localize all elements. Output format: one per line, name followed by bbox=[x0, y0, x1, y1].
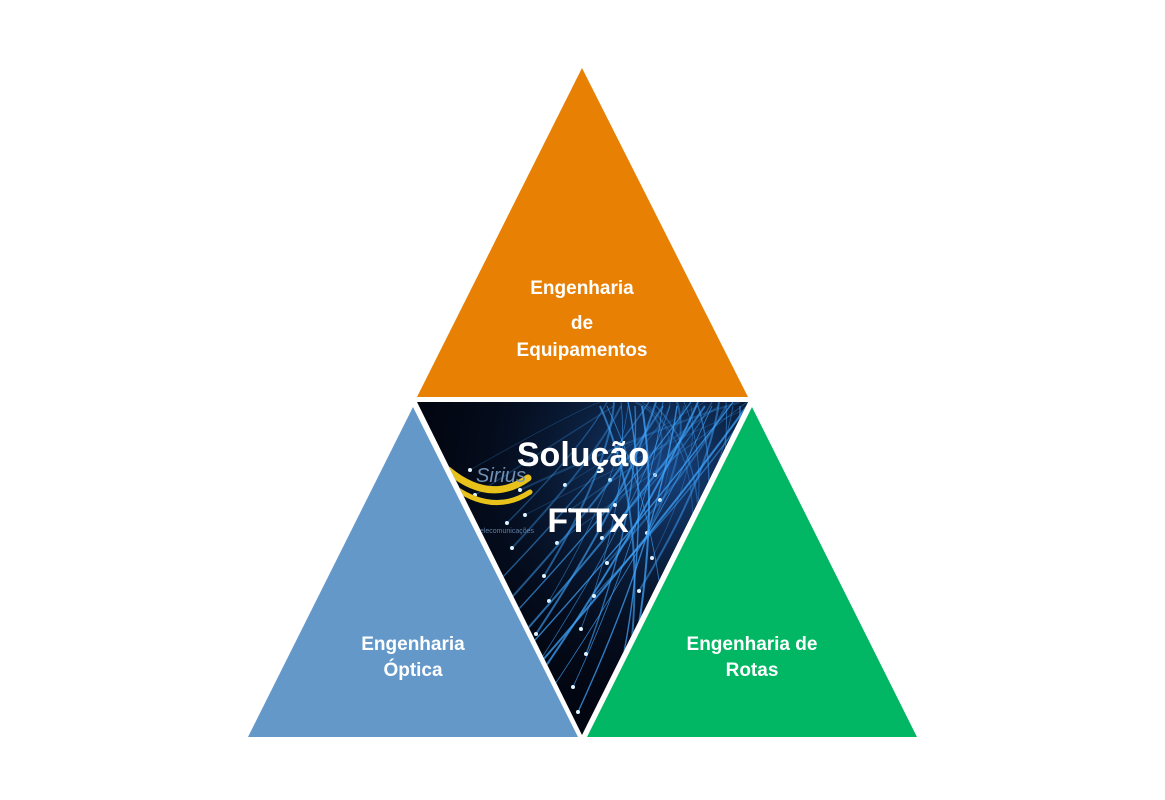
left-label-line-2: Óptica bbox=[383, 659, 443, 681]
fiber-strand bbox=[540, 405, 671, 660]
fiber-strand bbox=[638, 402, 720, 592]
fiber-strand bbox=[634, 402, 663, 476]
fiber-strand bbox=[614, 405, 685, 506]
fiber-strand bbox=[585, 405, 637, 655]
fiber-strand bbox=[524, 405, 748, 516]
fiber-tip bbox=[637, 589, 641, 593]
fiber-strand bbox=[646, 402, 682, 534]
fiber-strand bbox=[641, 402, 693, 529]
fiber-tip bbox=[571, 685, 575, 689]
fiber-strand bbox=[506, 402, 608, 524]
fiber-strand bbox=[548, 405, 629, 602]
fiber-tip bbox=[505, 521, 509, 525]
fiber-tip bbox=[518, 488, 522, 492]
fiber-strand bbox=[617, 402, 640, 683]
fiber-tip bbox=[563, 483, 567, 487]
right-triangle-shape bbox=[587, 407, 917, 737]
fiber-tip bbox=[468, 468, 472, 472]
top-triangle-shape bbox=[417, 68, 748, 397]
fiber-tip bbox=[605, 561, 609, 565]
logo-wordmark: Sirius bbox=[476, 465, 526, 487]
fiber-tip bbox=[650, 556, 654, 560]
fiber-strand bbox=[599, 405, 636, 650]
right-triangle-rotas: Engenharia de Rotas bbox=[587, 407, 917, 737]
fiber-tip bbox=[542, 574, 546, 578]
fiber-tip bbox=[642, 614, 646, 618]
center-label-line-2: FTTx bbox=[547, 502, 628, 540]
fiber-tip bbox=[592, 594, 596, 598]
fiber-tip bbox=[613, 503, 617, 507]
logo-swoosh-icon bbox=[452, 485, 533, 505]
top-triangle-equipamentos: Engenharia de Equipamentos bbox=[417, 68, 748, 397]
fiber-strand bbox=[527, 402, 699, 693]
fiber-strand bbox=[532, 405, 713, 718]
fiber-strand bbox=[543, 402, 615, 577]
right-label-line-2: Rotas bbox=[726, 660, 779, 681]
fiber-tip bbox=[576, 710, 580, 714]
center-label-line-1: Solução bbox=[517, 436, 649, 474]
fiber-tip bbox=[584, 652, 588, 656]
fiber-strand bbox=[535, 402, 657, 635]
fiber-tip bbox=[534, 632, 538, 636]
left-triangle-optica: Engenharia Óptica bbox=[248, 407, 578, 737]
logo-swoosh-icon bbox=[444, 466, 532, 494]
fiber-tip bbox=[510, 546, 514, 550]
top-label-line-1: Engenharia bbox=[530, 278, 634, 299]
sirius-logo: Sirius telecomunicações bbox=[444, 465, 535, 535]
fiber-strand bbox=[495, 405, 706, 665]
fiber-tip bbox=[658, 498, 662, 502]
fiber-strand bbox=[651, 405, 694, 559]
left-triangle-shape bbox=[248, 407, 578, 737]
fiber-strand bbox=[577, 405, 678, 713]
fiber-strand bbox=[606, 405, 727, 564]
fiber-strand bbox=[648, 405, 671, 501]
fiber-strand bbox=[474, 405, 615, 496]
fiber-tip bbox=[579, 627, 583, 631]
right-label-line-1: Engenharia de bbox=[687, 634, 818, 655]
fiber-strand bbox=[569, 405, 720, 511]
fiber-strand bbox=[511, 405, 622, 549]
top-label-line-2: de bbox=[571, 313, 593, 334]
left-label-line-1: Engenharia bbox=[361, 634, 465, 655]
fiber-tip bbox=[555, 541, 559, 545]
fiber-strand bbox=[564, 402, 706, 486]
fiber-strand bbox=[469, 402, 601, 471]
fiber-strand bbox=[503, 405, 664, 607]
fiber-strand bbox=[490, 402, 692, 640]
fiber-tip bbox=[523, 513, 527, 517]
fiber-tip bbox=[608, 478, 612, 482]
fiber-tip bbox=[568, 508, 572, 512]
logo-tagline: telecomunicações bbox=[478, 528, 535, 535]
fiber-strand bbox=[498, 402, 650, 582]
top-label-line-3: Equipamentos bbox=[517, 340, 648, 361]
